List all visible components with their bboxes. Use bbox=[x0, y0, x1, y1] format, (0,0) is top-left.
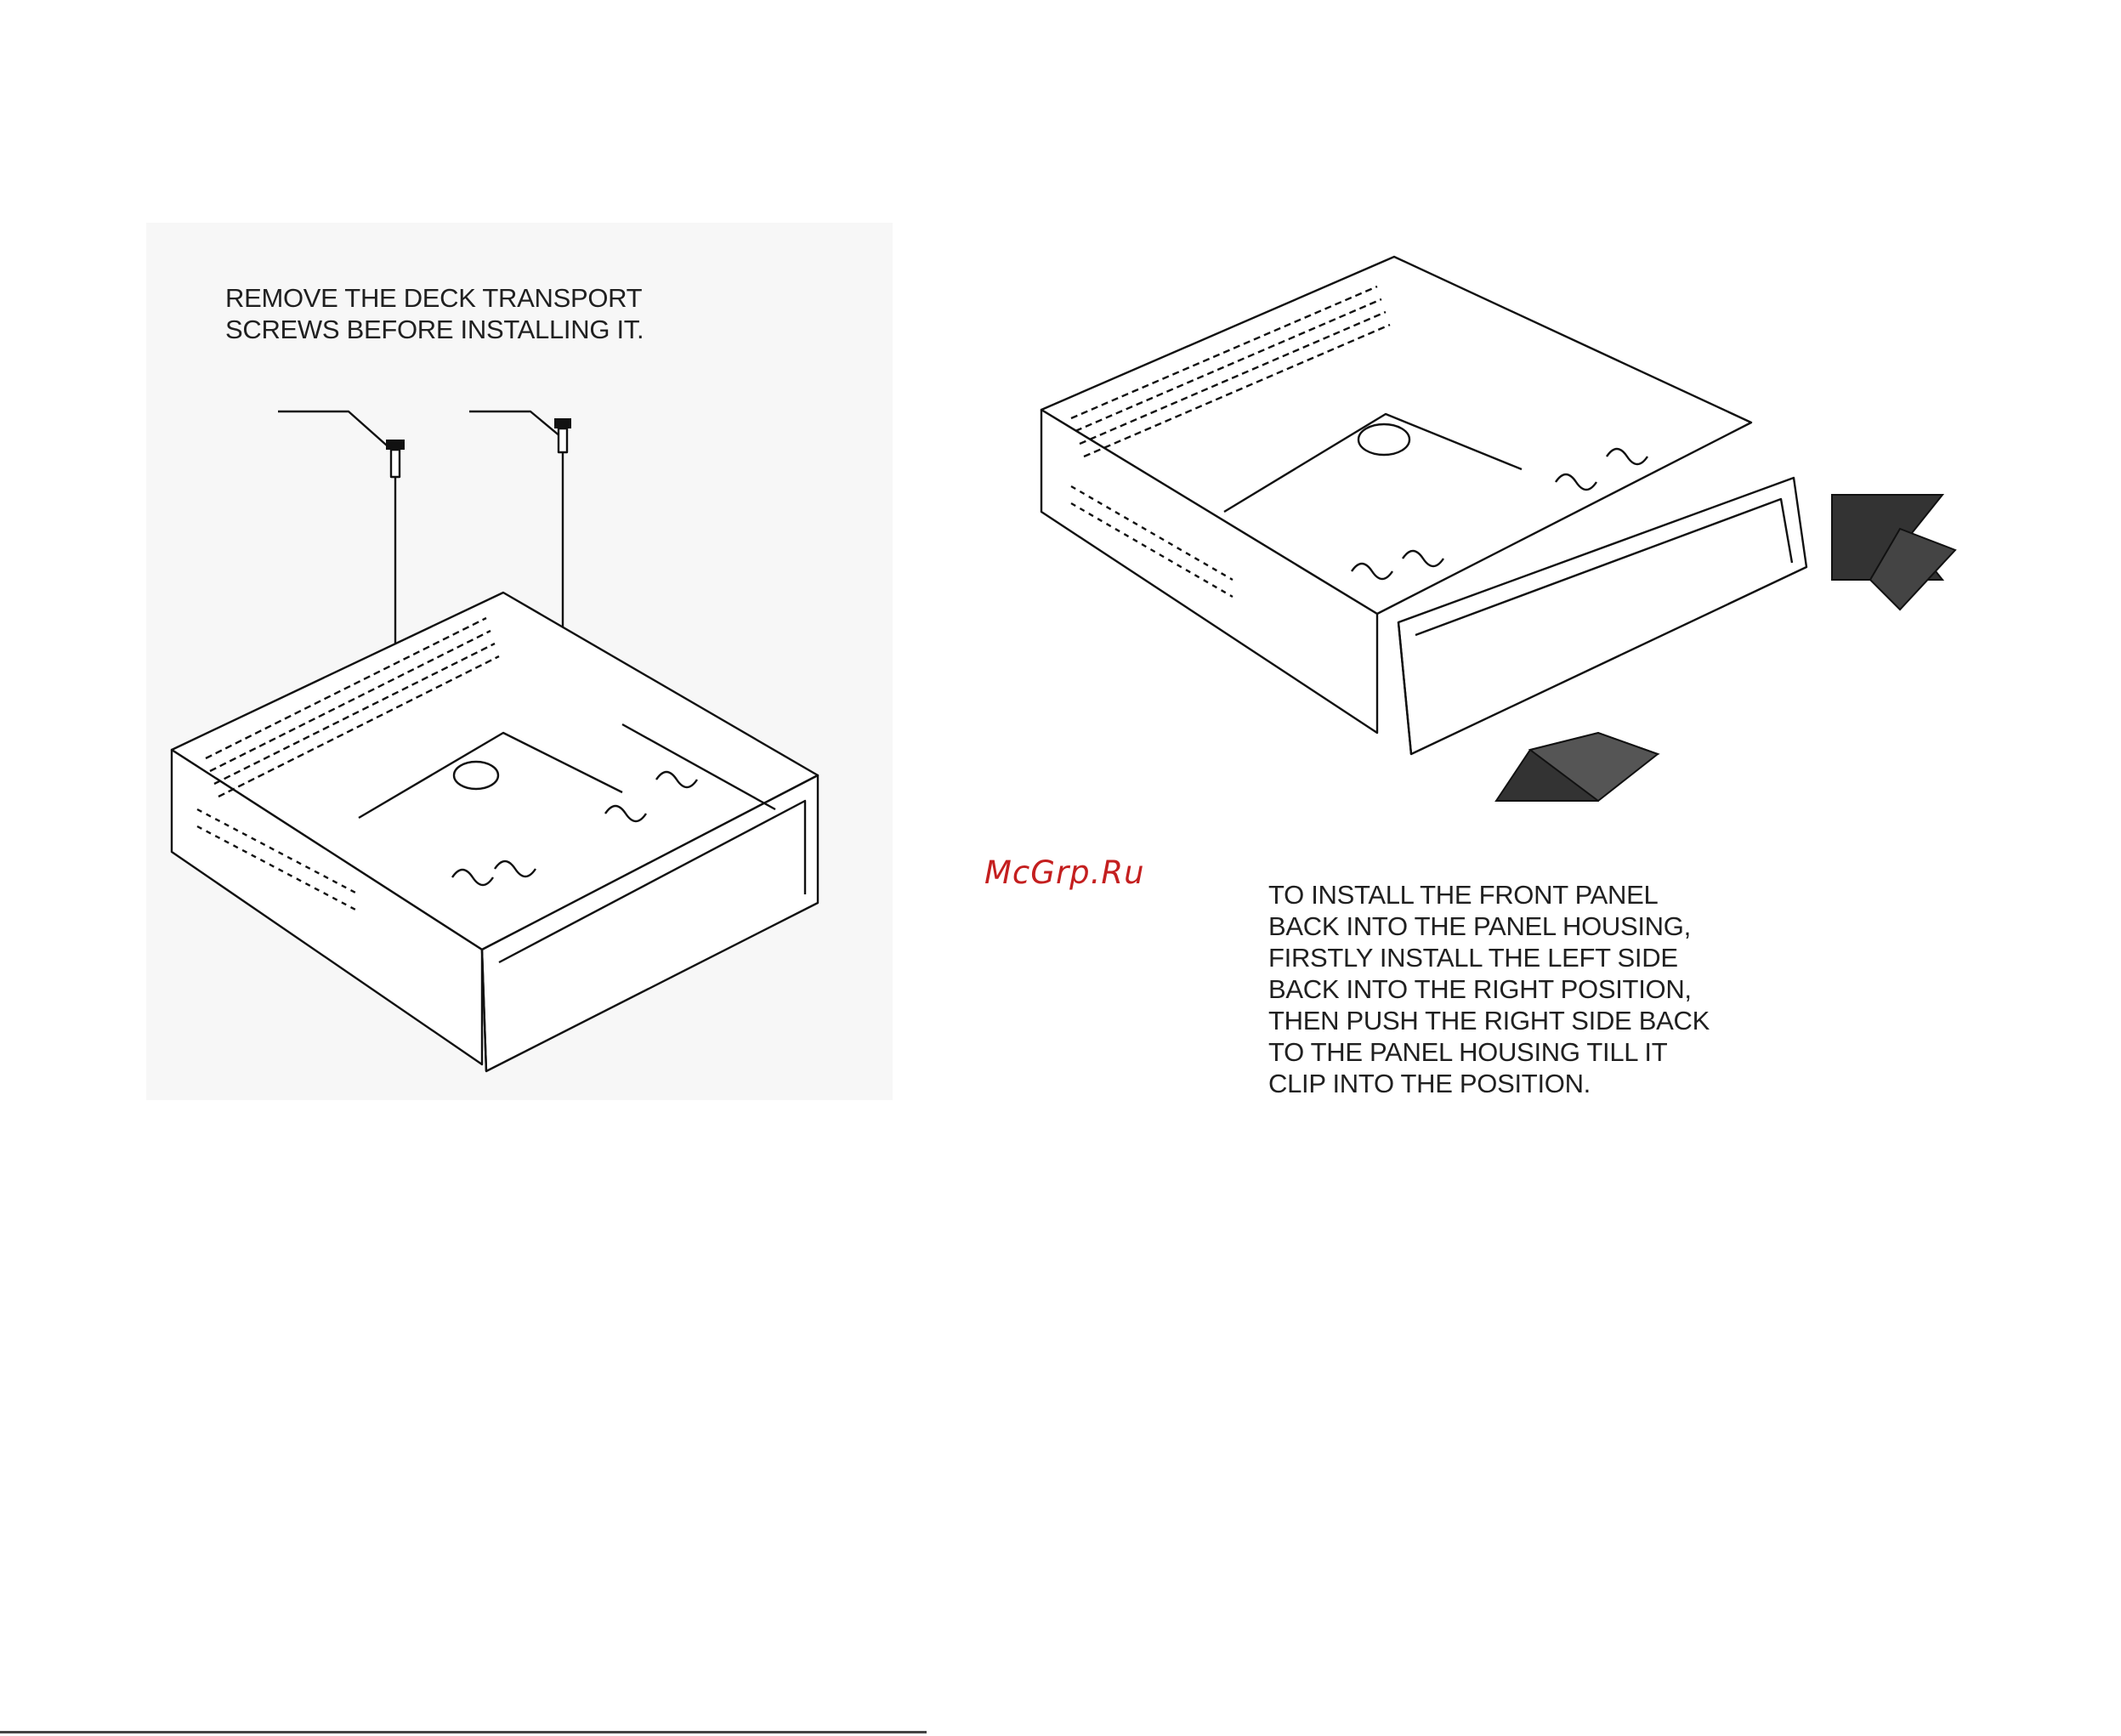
push-in-arrow-icon bbox=[1832, 495, 1955, 610]
deck-hole bbox=[454, 762, 498, 789]
deck-unit-illustration bbox=[146, 223, 893, 1100]
footer-divider bbox=[0, 1731, 927, 1733]
caption-line: THEN PUSH THE RIGHT SIDE BACK bbox=[1268, 1006, 1710, 1035]
caption-line: BACK INTO THE PANEL HOUSING, bbox=[1268, 911, 1691, 941]
deck-screw-removal-figure bbox=[146, 223, 893, 1100]
panel-install-illustration bbox=[1012, 223, 1981, 835]
pull-out-arrow-icon bbox=[1496, 733, 1658, 801]
caption-line: SCREWS BEFORE INSTALLING IT. bbox=[225, 315, 644, 344]
caption-line: TO THE PANEL HOUSING TILL IT bbox=[1268, 1037, 1667, 1067]
front-panel-install-figure bbox=[1012, 223, 1981, 835]
panel-install-caption: TO INSTALL THE FRONT PANEL BACK INTO THE… bbox=[1268, 879, 1710, 1099]
screw-leader-line-2 bbox=[469, 411, 561, 437]
caption-line: FIRSTLY INSTALL THE LEFT SIDE bbox=[1268, 943, 1678, 973]
screw-leader-line-1 bbox=[278, 411, 394, 452]
caption-line: BACK INTO THE RIGHT POSITION, bbox=[1268, 974, 1692, 1004]
screw-removal-caption: REMOVE THE DECK TRANSPORT SCREWS BEFORE … bbox=[225, 282, 644, 345]
deck-hole bbox=[1358, 424, 1409, 455]
watermark-logo: McGrp.Ru bbox=[984, 854, 1145, 891]
caption-line: REMOVE THE DECK TRANSPORT bbox=[225, 283, 642, 313]
caption-line: TO INSTALL THE FRONT PANEL bbox=[1268, 880, 1658, 910]
caption-line: CLIP INTO THE POSITION. bbox=[1268, 1069, 1591, 1098]
